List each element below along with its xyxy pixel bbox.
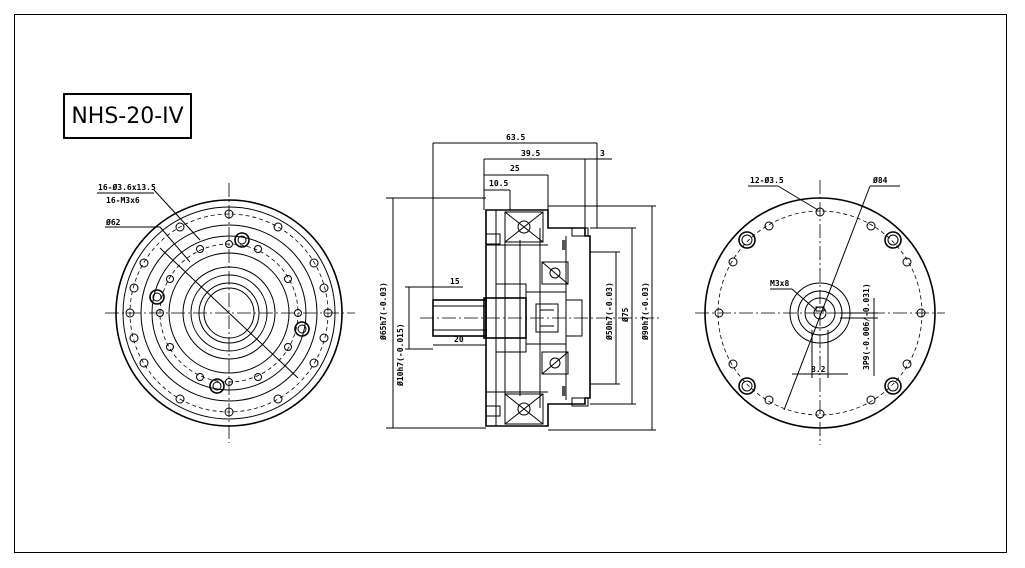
dim-15: 15 [450,277,460,286]
label-dia-84: Ø84 [872,175,888,185]
label-dia-62: Ø62 [105,217,121,227]
dim-dia-50: Ø50h7(-0.03) [604,282,614,341]
right-rear-view [695,180,945,445]
dim-dia-75: Ø75 [620,307,630,323]
label-8-2: 8.2 [811,365,826,374]
dim-25: 25 [510,164,520,173]
label-holes-b: 16-M3x6 [106,196,140,205]
dim-3: 3 [600,149,605,158]
label-3p9: 3P9(-0.006/-0.031) [862,283,871,370]
side-section-view [386,142,660,431]
drawing-frame [14,14,1007,553]
label-m3x8: M3x8 [770,279,789,288]
dim-dia-65: Ø65h7(-0.03) [378,282,388,341]
left-front-view [97,183,355,443]
dim-dia-90: Ø90h7(-0.03) [640,282,650,341]
dim-10-5: 10.5 [489,179,508,188]
label-holes-a: 16-Ø3.6x13.5 [98,182,156,192]
dim-39-5: 39.5 [521,149,540,158]
model-title: NHS-20-IV [63,93,192,139]
dim-20: 20 [454,335,464,344]
label-12-holes: 12-Ø3.5 [750,175,784,185]
dim-dia-10: Ø10h7(-0.015) [395,323,405,387]
dim-63-5: 63.5 [506,133,525,142]
